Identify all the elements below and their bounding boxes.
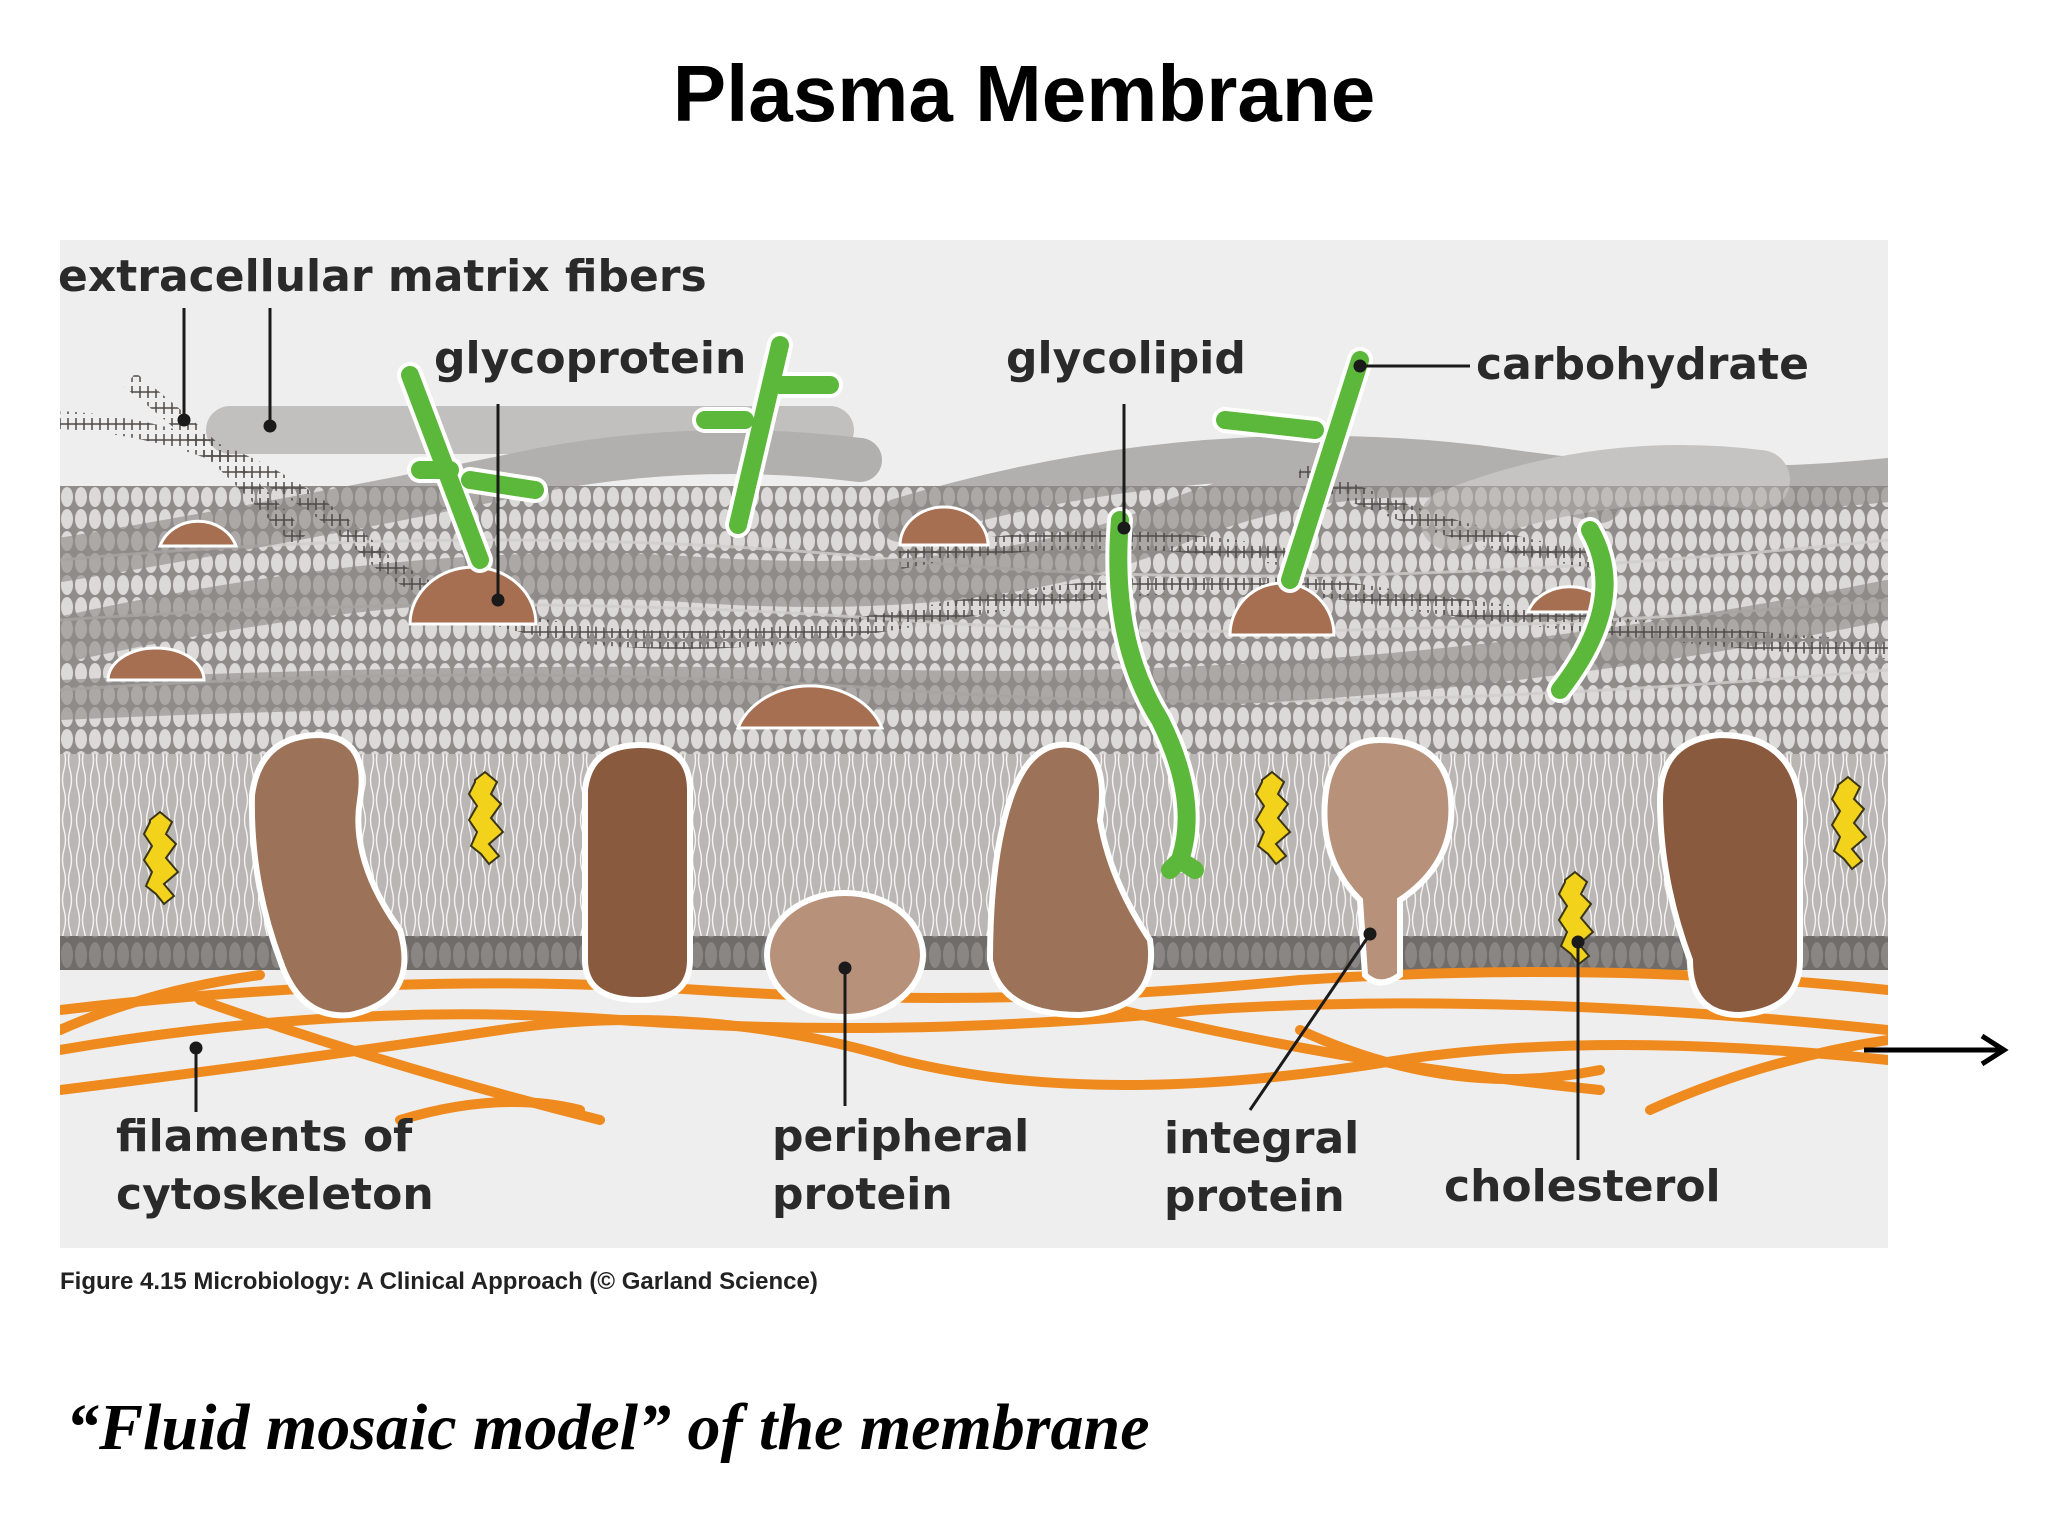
label-peripheral-protein: peripheral protein	[772, 1108, 1029, 1224]
label-glycolipid: glycolipid	[1006, 333, 1246, 384]
label-peripheral-line1: peripheral	[772, 1111, 1030, 1162]
label-integral-line2: protein	[1164, 1171, 1345, 1222]
label-carbohydrate: carbohydrate	[1476, 339, 1809, 390]
label-filaments-of-cytoskeleton: filaments of cytoskeleton	[116, 1108, 434, 1224]
label-glycoprotein: glycoprotein	[434, 333, 747, 384]
slide-title: Plasma Membrane	[672, 49, 1376, 138]
label-peripheral-line2: protein	[772, 1169, 953, 1220]
integral-proteins	[248, 731, 1803, 1019]
label-cholesterol: cholesterol	[1444, 1161, 1721, 1212]
label-extracellular-matrix-fibers: extracellular matrix fibers	[58, 251, 707, 302]
label-filaments-line2: cytoskeleton	[116, 1169, 434, 1220]
label-integral-protein: integral protein	[1164, 1110, 1359, 1226]
slide-subtitle: “Fluid mosaic model” of the membrane	[66, 1391, 1150, 1464]
leader-lines	[177, 308, 1585, 1160]
figure-caption: Figure 4.15 Microbiology: A Clinical App…	[60, 1268, 818, 1295]
label-integral-line1: integral	[1164, 1113, 1360, 1164]
cholesterol-molecules	[142, 770, 1868, 966]
right-arrow-icon	[1864, 1033, 2009, 1067]
label-filaments-line1: filaments of	[116, 1111, 413, 1162]
